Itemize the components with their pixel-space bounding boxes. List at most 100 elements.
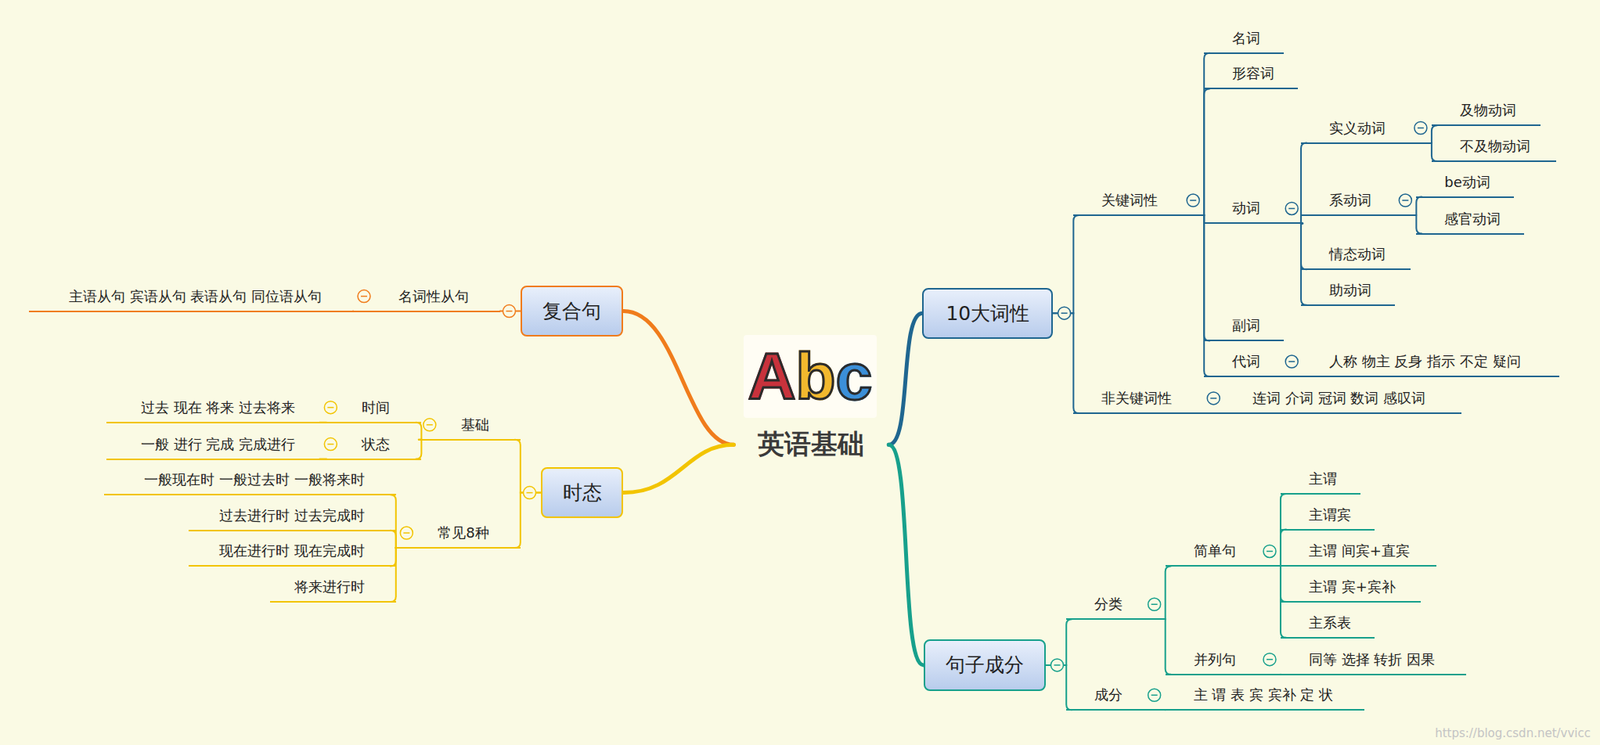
branch-line: [1431, 143, 1438, 162]
topic-text: 成分: [1094, 686, 1123, 703]
watermark: https://blog.csdn.net/vvicc: [1434, 726, 1591, 741]
collapse-toggle: [1398, 194, 1412, 207]
branch-line: [1045, 619, 1072, 666]
topic-text: 及物动词: [1459, 101, 1517, 119]
branch-line: [1431, 125, 1438, 143]
topic-line: 现在进行时 现在完成时: [188, 541, 397, 567]
topic-text: 主谓: [1308, 470, 1337, 487]
topic-text: 情态动词: [1329, 245, 1386, 263]
collapse-minus: [327, 443, 334, 446]
branch-line: [415, 439, 422, 460]
watermark-text: https://blog.csdn.net/vvicc: [1434, 726, 1591, 741]
topic-text: 基础: [461, 416, 490, 433]
topic-line: 并列句: [1165, 650, 1281, 676]
topic-text: 时态: [562, 479, 602, 506]
branch-line: [390, 547, 397, 566]
topic-text: 主语从句 宾语从句 表语从句 同位语从句: [68, 288, 322, 305]
collapse-minus: [1053, 664, 1060, 667]
topic-text: 不及物动词: [1459, 137, 1531, 155]
topic-text: 英语基础: [757, 426, 865, 463]
topic-box: 10大词性: [922, 288, 1053, 339]
branch-line: [1300, 223, 1307, 270]
branch-line: [1280, 565, 1287, 602]
branch-line: [1203, 88, 1210, 216]
collapse-toggle: [523, 486, 537, 500]
collapse-toggle: [357, 290, 371, 303]
topic-text: 主系表: [1308, 614, 1352, 631]
collapse-toggle: [1050, 659, 1064, 672]
topic-line: 成分: [1066, 685, 1165, 711]
branch-line: [623, 444, 734, 493]
topic-text: 主谓宾: [1308, 506, 1352, 523]
topic-text: 主 谓 表 宾 宾补 定 状: [1193, 686, 1334, 703]
collapse-toggle: [1058, 306, 1071, 320]
topic-text: 副词: [1232, 317, 1261, 334]
collapse-minus: [1151, 604, 1158, 606]
collapse-minus: [1401, 199, 1409, 202]
branch-line: [415, 422, 422, 440]
topic-line: 过去 现在 将来 过去将来: [106, 398, 328, 424]
collapse-toggle: [1285, 355, 1298, 368]
topic-text: 形容词: [1232, 64, 1275, 82]
collapse-toggle: [1263, 544, 1276, 558]
topic-line: 系动词: [1300, 190, 1417, 217]
branch-line: [888, 444, 923, 666]
topic-line: 状态: [319, 435, 422, 461]
topic-text: 名词性从句: [398, 288, 469, 305]
collapse-minus: [1288, 208, 1295, 210]
topic-text: 过去进行时 过去完成时: [219, 507, 365, 524]
topic-line: 关键词性: [1073, 190, 1204, 217]
collapse-toggle: [324, 438, 337, 451]
topic-line: 助动词: [1300, 281, 1395, 307]
branch-line: [1203, 215, 1210, 341]
abc-logo: Abc: [743, 335, 877, 419]
collapse-minus: [1151, 695, 1158, 697]
branch-line: [515, 439, 541, 494]
topic-line: 基础: [418, 415, 521, 441]
topic-text: 感官动词: [1444, 210, 1501, 228]
topic-line: 同等 选择 转折 因果: [1280, 650, 1467, 676]
branch-line: [1052, 313, 1079, 414]
topic-line: 实义动词: [1300, 118, 1432, 145]
collapse-minus: [1266, 659, 1273, 661]
topic-line: 主系表: [1280, 613, 1375, 639]
branch-line: [623, 311, 734, 446]
collapse-toggle: [1148, 598, 1161, 611]
topic-text: 非关键词性: [1101, 389, 1172, 407]
branch-line: [1165, 565, 1172, 620]
collapse-minus: [1061, 312, 1068, 314]
collapse-toggle: [1186, 194, 1200, 207]
collapse-minus: [426, 424, 433, 426]
branch-line: [515, 493, 541, 548]
topic-text: 常见8种: [437, 524, 489, 541]
topic-text: 动词: [1232, 199, 1261, 217]
topic-text: 连词 介词 冠词 数词 感叹词: [1252, 389, 1426, 407]
topic-text: 简单句: [1193, 542, 1237, 559]
topic-text: 关键词性: [1101, 191, 1158, 209]
topic-box: 时态: [540, 467, 624, 519]
branch-line: [1045, 665, 1072, 710]
branch-line: [1416, 197, 1422, 216]
topic-line: 主谓宾: [1280, 505, 1375, 531]
collapse-minus: [1266, 551, 1273, 553]
topic-line: 不及物动词: [1431, 136, 1557, 163]
collapse-toggle: [1414, 122, 1428, 135]
collapse-minus: [505, 310, 512, 313]
collapse-toggle: [400, 526, 413, 540]
collapse-minus: [1210, 397, 1217, 400]
collapse-minus: [526, 492, 534, 494]
branch-line: [1416, 215, 1422, 234]
collapse-toggle: [1285, 201, 1298, 215]
topic-box: 复合句: [520, 285, 624, 337]
branch-line: [1203, 53, 1210, 216]
collapse-toggle: [1148, 688, 1161, 702]
collapse-toggle: [1263, 653, 1276, 667]
collapse-minus: [1417, 127, 1424, 130]
collapse-toggle: [423, 418, 437, 432]
topic-text: 并列句: [1193, 651, 1237, 668]
topic-line: 连词 介词 冠词 数词 感叹词: [1224, 389, 1461, 415]
branch-line: [390, 547, 397, 602]
topic-text: 实义动词: [1329, 119, 1386, 137]
topic-text: 将来进行时: [294, 578, 365, 595]
